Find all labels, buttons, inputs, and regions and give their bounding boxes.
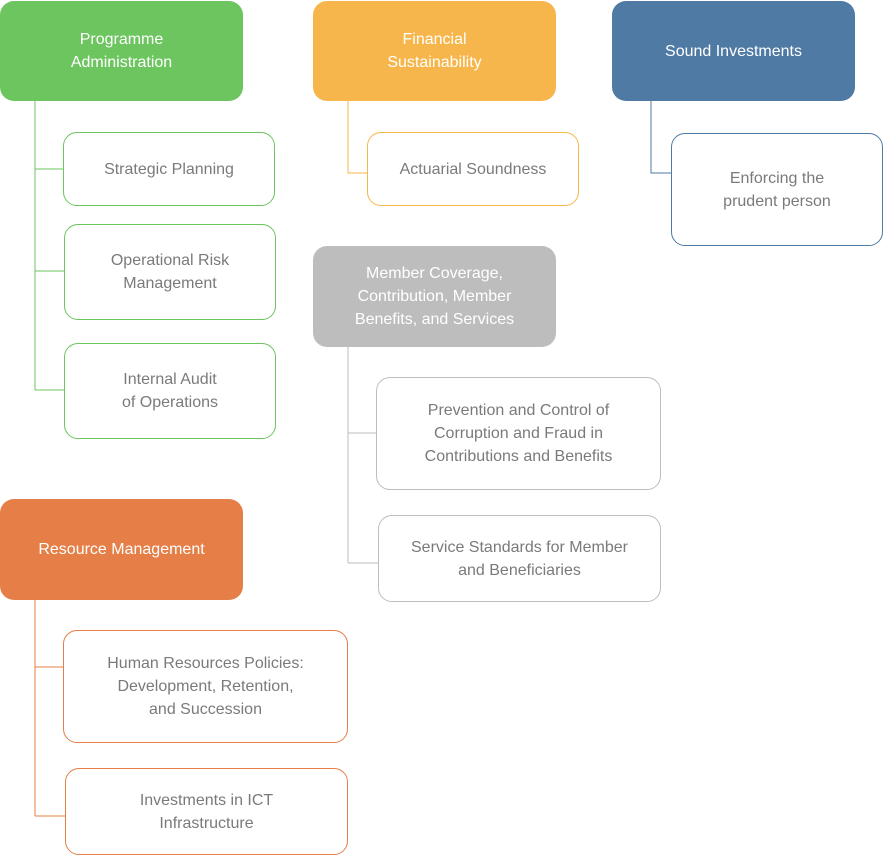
financial-trunk-line	[347, 101, 367, 174]
member-coverage-node: Member Coverage, Contribution, Member Be…	[313, 246, 556, 347]
sound-investments-node: Sound Investments	[612, 1, 855, 101]
programme-connectors	[34, 101, 64, 391]
human-resources-policies-node: Human Resources Policies: Development, R…	[63, 630, 348, 743]
programme-administration-node: Programme Administration	[0, 1, 243, 101]
ict-infrastructure-node: Investments in ICT Infrastructure	[65, 768, 348, 855]
financial-sustainability-node: Financial Sustainability	[313, 1, 556, 101]
actuarial-soundness-node: Actuarial Soundness	[367, 132, 579, 206]
service-standards-node: Service Standards for Member and Benefic…	[378, 515, 661, 602]
resource-management-node: Resource Management	[0, 499, 243, 600]
corruption-fraud-control-node: Prevention and Control of Corruption and…	[376, 377, 661, 490]
internal-audit-node: Internal Audit of Operations	[64, 343, 276, 439]
strategic-planning-node: Strategic Planning	[63, 132, 275, 206]
member-connectors	[347, 347, 378, 564]
resource-connectors	[34, 600, 65, 817]
operational-risk-management-node: Operational Risk Management	[64, 224, 276, 320]
investments-connectors	[650, 101, 671, 174]
investments-trunk-line	[650, 101, 671, 174]
financial-connectors	[347, 101, 367, 174]
enforcing-prudent-person-node: Enforcing the prudent person	[671, 133, 883, 246]
